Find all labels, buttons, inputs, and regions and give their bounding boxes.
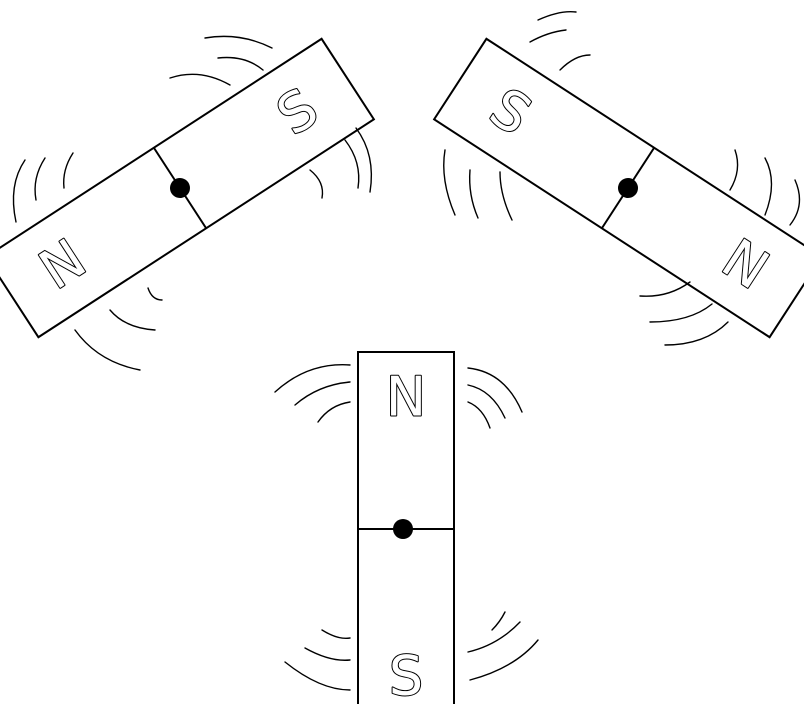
field-line xyxy=(317,401,351,423)
field-line xyxy=(467,384,506,419)
field-line xyxy=(217,56,264,71)
field-line xyxy=(468,169,479,219)
field-line xyxy=(499,171,513,221)
field-line xyxy=(12,159,26,223)
field-line xyxy=(284,661,351,691)
field-line xyxy=(467,621,521,653)
field-line xyxy=(169,73,231,86)
field-line xyxy=(309,169,324,199)
field-line xyxy=(559,54,591,71)
field-line xyxy=(321,629,351,640)
magnet-bottom-pivot xyxy=(393,519,413,539)
field-line xyxy=(639,281,691,297)
magnet-right: S N xyxy=(432,37,804,339)
magnet-left-pivot xyxy=(170,178,190,198)
field-line xyxy=(74,329,141,371)
field-line xyxy=(274,364,351,393)
magnet-bottom: N S xyxy=(357,351,455,704)
field-line xyxy=(355,127,373,193)
field-line xyxy=(344,139,360,189)
field-line xyxy=(729,149,739,191)
field-line xyxy=(491,611,506,631)
field-line xyxy=(469,639,539,681)
magnet-left: N S xyxy=(0,37,376,339)
field-line xyxy=(147,287,163,301)
field-line xyxy=(34,157,46,201)
field-line xyxy=(664,321,729,346)
field-line xyxy=(443,149,456,216)
field-line xyxy=(537,10,577,21)
field-lines xyxy=(12,10,801,691)
magnet-bottom-south-label: S xyxy=(389,645,423,704)
field-line xyxy=(467,367,523,413)
field-line xyxy=(649,303,713,323)
magnet-bottom-north-label: N xyxy=(386,366,426,429)
field-line xyxy=(109,309,156,331)
field-line xyxy=(467,401,491,429)
field-line xyxy=(764,157,773,216)
field-line xyxy=(304,647,351,661)
field-line xyxy=(204,35,273,49)
field-line xyxy=(789,179,801,226)
field-line xyxy=(63,152,74,189)
field-line xyxy=(294,381,351,406)
magnet-right-pivot xyxy=(618,178,638,198)
field-line xyxy=(529,29,567,43)
